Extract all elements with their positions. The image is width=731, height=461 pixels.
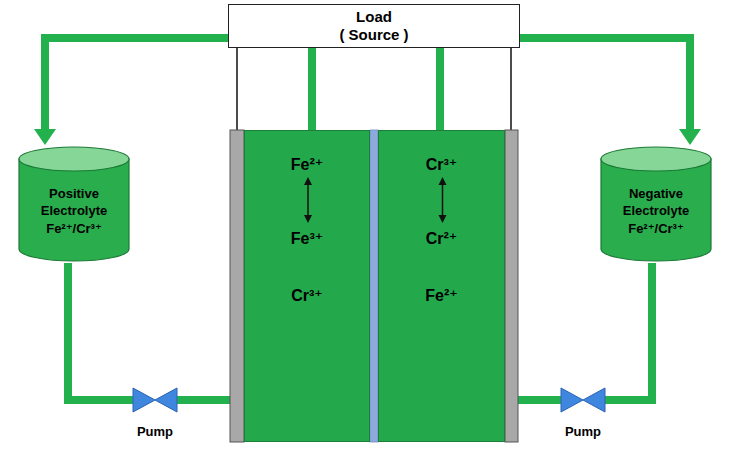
ion-label: Cr²⁺ xyxy=(379,229,504,248)
ion-label: Cr³⁺ xyxy=(245,286,369,305)
load-wire xyxy=(236,47,238,131)
arrow-shaft xyxy=(307,183,309,217)
pipe-line xyxy=(605,263,652,400)
pipe-arrowhead xyxy=(679,129,701,145)
electrolyte-pipe xyxy=(68,263,133,400)
valve-half xyxy=(155,388,177,412)
electrode xyxy=(230,130,244,442)
electrolyte-pipe xyxy=(440,38,701,145)
pump-valve: Pump xyxy=(133,386,177,442)
pump-label: Pump xyxy=(119,424,191,440)
arrow-head xyxy=(304,215,312,223)
pipe-arrowhead xyxy=(34,129,56,145)
pipe-line xyxy=(68,263,133,400)
tank-body xyxy=(601,159,711,261)
electrolyte-tank: Positive Electrolyte Fe²⁺/Cr³⁺ xyxy=(18,145,130,263)
membrane xyxy=(370,130,378,442)
pump-symbol xyxy=(133,386,177,416)
tank-top xyxy=(601,147,711,171)
ion-label: Fe²⁺ xyxy=(245,155,369,174)
pipe-line xyxy=(45,38,312,130)
pump-valve: Pump xyxy=(561,386,605,442)
ion-label: Fe²⁺ xyxy=(379,286,504,305)
ion-label: Fe³⁺ xyxy=(245,229,369,248)
tank-label: Positive Electrolyte Fe²⁺/Cr³⁺ xyxy=(26,185,122,238)
load-box: Load( Source ) xyxy=(228,4,520,48)
arrow-head xyxy=(439,215,447,223)
electrolyte-pipe xyxy=(605,263,652,400)
load-wire xyxy=(510,47,512,131)
tank-body xyxy=(19,159,129,261)
valve-half xyxy=(133,388,155,412)
half-cell: Cr³⁺ Cr²⁺ Fe²⁺ xyxy=(378,130,505,442)
source-label: ( Source ) xyxy=(339,26,408,44)
tank-top xyxy=(19,147,129,171)
pipe-line xyxy=(440,38,690,130)
electrolyte-tank: Negative Electrolyte Fe²⁺/Cr³⁺ xyxy=(600,145,712,263)
arrow-head xyxy=(304,177,312,185)
pump-label: Pump xyxy=(547,424,619,440)
electrolyte-pipe xyxy=(34,38,312,145)
pump-symbol xyxy=(561,386,605,416)
tank-label: Negative Electrolyte Fe²⁺/Cr³⁺ xyxy=(608,185,704,238)
valve-half xyxy=(561,388,583,412)
arrow-head xyxy=(439,177,447,185)
electrode xyxy=(505,130,518,442)
valve-half xyxy=(583,388,605,412)
half-cell: Fe²⁺ Fe³⁺ Cr³⁺ xyxy=(244,130,370,442)
arrow-shaft xyxy=(442,183,444,217)
ion-label: Cr³⁺ xyxy=(379,155,504,174)
load-label: Load xyxy=(356,8,392,26)
